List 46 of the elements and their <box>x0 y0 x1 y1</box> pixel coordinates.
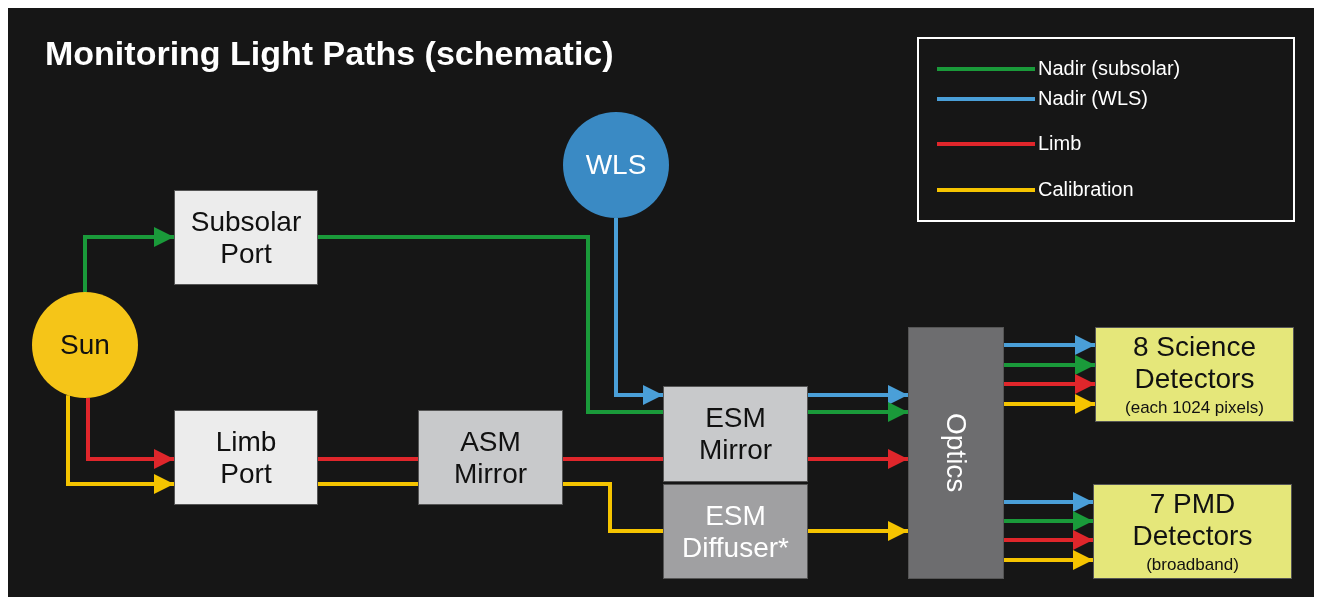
light-path-line <box>563 457 663 461</box>
light-path-line <box>318 235 663 414</box>
node-label: Subsolar Port <box>189 205 303 270</box>
diagram-title: Monitoring Light Paths (schematic) <box>45 34 614 73</box>
node-label: ESM Diffuser* <box>681 499 790 564</box>
light-path-arrow <box>1004 335 1095 355</box>
light-path-arrow <box>1004 374 1095 394</box>
node-label: Optics <box>940 413 972 493</box>
light-path-arrow <box>1004 492 1093 512</box>
component-box <box>663 386 808 482</box>
light-path-arrow <box>614 218 663 405</box>
light-path-arrow <box>1004 511 1093 531</box>
light-path-arrow <box>1004 530 1093 550</box>
light-path-arrow <box>66 395 174 494</box>
light-path-arrow <box>1004 355 1095 375</box>
legend-label: Nadir (subsolar) <box>1038 56 1181 80</box>
light-path-arrow <box>808 402 908 422</box>
component-box <box>1095 327 1294 422</box>
node-label: ESM Mirror <box>697 402 774 466</box>
node-label: 8 Science Detectors <box>1132 330 1257 395</box>
light-path-arrow <box>86 397 174 469</box>
legend-label: Nadir (WLS) <box>1038 86 1148 110</box>
light-path-arrow <box>1004 394 1095 414</box>
light-path-arrow <box>83 227 174 292</box>
component-box <box>1093 484 1292 579</box>
component-box <box>174 410 318 505</box>
node-label: Sun <box>60 329 110 361</box>
legend-label: Limb <box>1038 131 1082 155</box>
light-path-arrow <box>808 449 908 469</box>
light-path-line <box>318 457 418 461</box>
optics-block <box>908 327 1004 579</box>
light-path-arrow <box>1004 550 1093 570</box>
light-path-line <box>318 482 418 486</box>
component-box <box>418 410 563 505</box>
legend-label: Calibration <box>1038 177 1134 201</box>
light-path-arrow <box>808 385 908 405</box>
node-sublabel: (each 1024 pixels) <box>1125 396 1264 419</box>
light-path-line <box>563 482 663 533</box>
component-box <box>663 484 808 579</box>
node-label: WLS <box>585 149 647 181</box>
component-box <box>174 190 318 285</box>
node-label: ASM Mirror <box>452 425 529 490</box>
node-label: 7 PMD Detectors <box>1131 487 1254 552</box>
light-path-arrow <box>808 521 908 541</box>
node-label: Limb Port <box>214 425 278 490</box>
node-sublabel: (broadband) <box>1146 553 1239 576</box>
